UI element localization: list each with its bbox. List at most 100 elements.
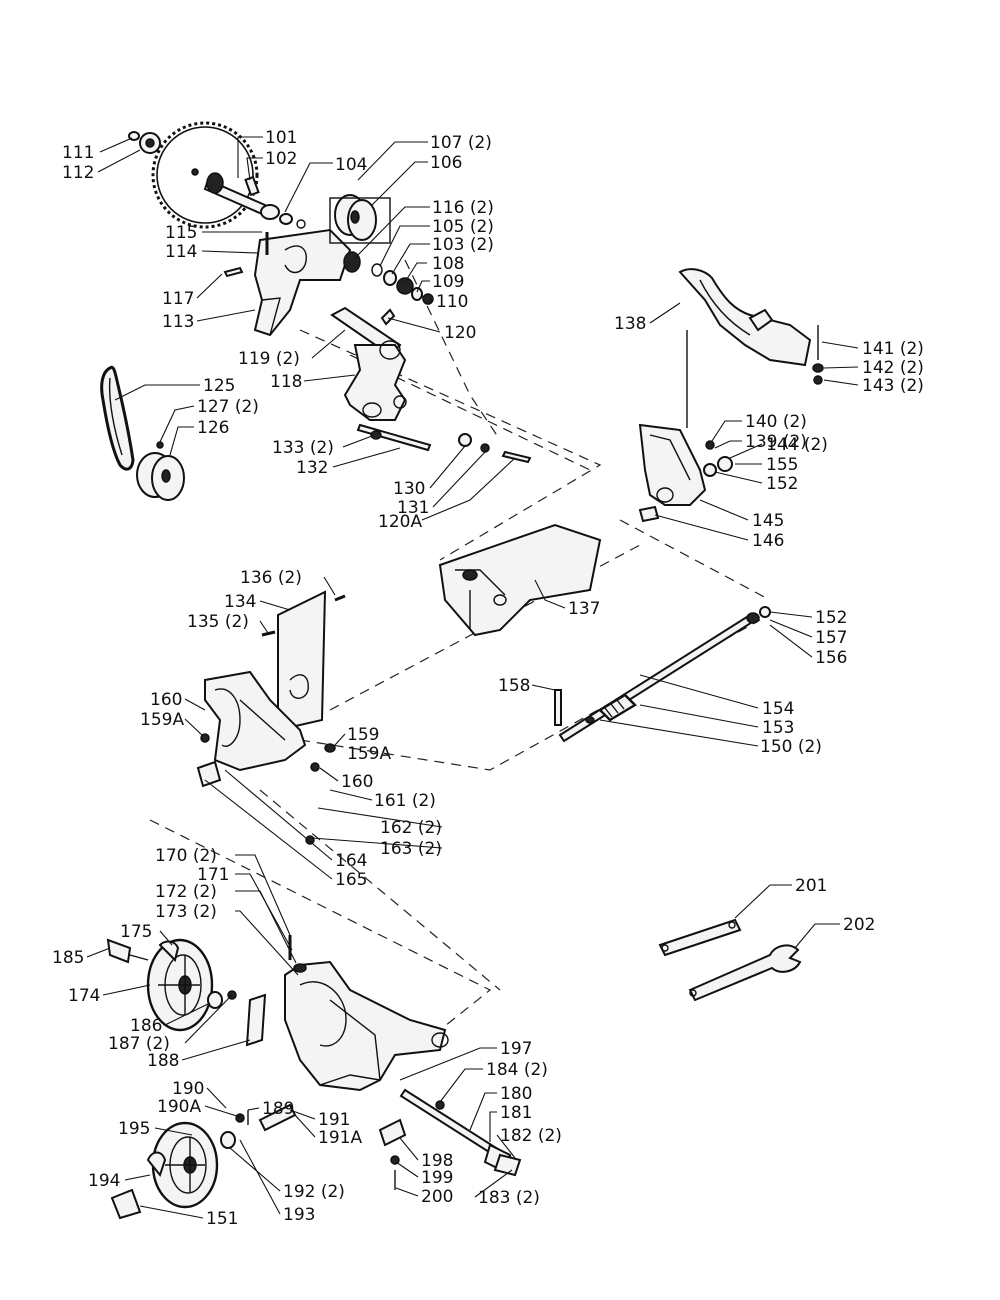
callout-label: 118 — [270, 372, 302, 392]
callout-label: 182 (2) — [500, 1126, 562, 1146]
saw-blade — [156, 126, 254, 224]
motor-pulley-126 — [136, 441, 185, 501]
callout-label: 132 — [296, 458, 328, 478]
callout-label: 189 — [262, 1099, 294, 1119]
callout-label: 110 — [436, 292, 468, 312]
trunnion-base — [284, 935, 449, 1092]
callout-label: 191 — [318, 1110, 350, 1130]
arbor-pulley-106 — [329, 194, 391, 244]
knob-185 — [106, 938, 132, 964]
callout-label: 136 (2) — [240, 568, 302, 588]
front-trunnion-assembly — [196, 590, 346, 845]
callout-label: 183 (2) — [478, 1188, 540, 1208]
leader-lines — [86, 136, 859, 1219]
callout-label: 138 — [614, 314, 646, 334]
washer-186 — [207, 991, 223, 1009]
rear-trunnion-138 — [678, 268, 824, 385]
knob-151 — [110, 1188, 142, 1220]
callout-label: 119 (2) — [238, 349, 300, 369]
callout-label: 144 (2) — [766, 435, 828, 455]
callout-labels: 101 102 104 107 (2) 106 111 112 116 (2) … — [52, 128, 924, 1229]
callout-label: 141 (2) — [862, 339, 924, 359]
callout-label: 187 (2) — [108, 1034, 170, 1054]
callout-label: 158 — [498, 676, 530, 696]
callout-label: 142 (2) — [862, 358, 924, 378]
saw-blade-assembly — [128, 121, 434, 337]
callout-label: 171 — [197, 865, 229, 885]
callout-label: 161 (2) — [374, 791, 436, 811]
callout-label: 155 — [766, 455, 798, 475]
callout-label: 198 — [421, 1151, 453, 1171]
callout-label: 200 — [421, 1187, 453, 1207]
callout-label: 159A — [140, 710, 184, 730]
trunnion-118 — [343, 344, 407, 421]
callout-label: 186 — [130, 1016, 162, 1036]
callout-label: 130 — [393, 479, 425, 499]
key-102 — [244, 175, 260, 197]
callout-label: 109 — [432, 272, 464, 292]
callout-label: 201 — [795, 876, 827, 896]
callout-label: 134 — [224, 592, 256, 612]
handwheel-174 — [106, 938, 214, 1032]
callout-label: 116 (2) — [432, 198, 494, 218]
callout-label: 164 — [335, 851, 367, 871]
callout-label: 151 — [206, 1209, 238, 1229]
callout-label: 174 — [68, 986, 100, 1006]
callout-label: 111 — [62, 143, 94, 163]
bracket-158 — [554, 689, 562, 726]
callout-label: 125 — [203, 376, 235, 396]
callout-label: 143 (2) — [862, 376, 924, 396]
callout-label: 127 (2) — [197, 397, 259, 417]
callout-label: 145 — [752, 511, 784, 531]
callout-label: 175 — [120, 922, 152, 942]
callout-label: 202 — [843, 915, 875, 935]
callout-label: 199 — [421, 1168, 453, 1188]
callout-label: 159 — [347, 725, 379, 745]
callout-label: 152 — [815, 608, 847, 628]
callout-label: 190A — [157, 1097, 201, 1117]
callout-label: 107 (2) — [430, 133, 492, 153]
callout-label: 172 (2) — [155, 882, 217, 902]
callout-label: 126 — [197, 418, 229, 438]
callout-label: 105 (2) — [432, 217, 494, 237]
leadscrew-154 — [554, 606, 771, 743]
handwheel-195 — [110, 1103, 297, 1220]
callout-label: 120 — [444, 323, 476, 343]
callout-label: 104 — [335, 155, 367, 175]
callout-label: 102 — [265, 149, 297, 169]
callout-label: 157 — [815, 628, 847, 648]
callout-label: 156 — [815, 648, 847, 668]
callout-label: 115 — [165, 223, 197, 243]
callout-label: 191A — [318, 1128, 362, 1148]
callout-label: 188 — [147, 1051, 179, 1071]
callout-label: 194 — [88, 1171, 120, 1191]
callout-label: 181 — [500, 1103, 532, 1123]
trunnion-bracket-145 — [638, 330, 733, 523]
pin-117 — [223, 266, 244, 278]
cradle-137 — [438, 523, 602, 637]
callout-label: 139 (2) — [745, 432, 807, 452]
callout-label: 159A — [347, 744, 391, 764]
callout-label: 140 (2) — [745, 412, 807, 432]
callout-label: 114 — [165, 242, 197, 262]
callout-label: 108 — [432, 254, 464, 274]
wrench-201 — [658, 918, 742, 957]
callout-label: 120A — [378, 512, 422, 532]
callout-label: 103 (2) — [432, 235, 494, 255]
callout-label: 192 (2) — [283, 1182, 345, 1202]
callout-label: 185 — [52, 948, 84, 968]
callout-label: 162 (2) — [380, 818, 442, 838]
drive-belt-125 — [100, 365, 135, 471]
callout-label: 190 — [172, 1079, 204, 1099]
callout-label: 170 (2) — [155, 846, 217, 866]
plate-134 — [277, 590, 327, 732]
callout-label: 113 — [162, 312, 194, 332]
callout-label: 154 — [762, 699, 794, 719]
callout-label: 106 — [430, 153, 462, 173]
callout-label: 160 — [150, 690, 182, 710]
bracket-188 — [245, 993, 267, 1047]
callout-label: 112 — [62, 163, 94, 183]
callout-label: 193 — [283, 1205, 315, 1225]
leadscrew-180 — [378, 1088, 522, 1190]
